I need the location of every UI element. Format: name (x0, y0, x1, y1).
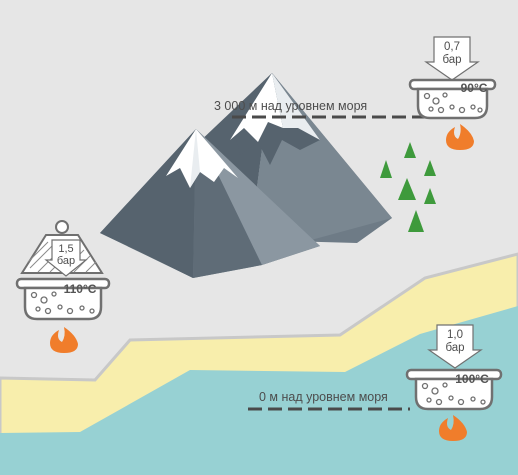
sea-water (0, 306, 518, 475)
temperature-label: 90°C (461, 81, 488, 95)
fir-tree-icon (404, 142, 416, 158)
fir-tree-icon (408, 210, 424, 232)
mountain-pot-group: 0,7 бар 90°C (408, 36, 497, 150)
pressure-unit: бар (445, 342, 464, 354)
pressure-cooker-group: 1,5 бар 110°C (15, 220, 111, 353)
flame-icon (439, 415, 467, 441)
down-arrow-icon (44, 239, 88, 277)
fir-tree-icon (424, 160, 436, 176)
fir-tree-icon (424, 188, 436, 204)
bubbles (423, 92, 483, 114)
pressure-value: 1,0 (447, 329, 463, 341)
pressure-value: 0,7 (444, 41, 460, 53)
temperature-label: 100°C (455, 372, 489, 386)
pressure-unit: бар (57, 255, 75, 267)
fir-tree-icon (398, 178, 416, 200)
sea-level-pot-group: 1,0 бар 100°C (405, 324, 503, 441)
pot-body (416, 87, 489, 120)
pot-body (23, 286, 103, 321)
temperature-label: 110°C (64, 282, 97, 296)
down-arrow-icon (427, 324, 483, 369)
altitude-label-top: 3 000 м над уровнем моря (214, 99, 367, 113)
altitude-label-bottom: 0 м над уровнем моря (259, 390, 388, 404)
down-arrow-icon (424, 36, 480, 81)
flame-icon (50, 327, 78, 353)
mountains (100, 73, 392, 278)
pressure-value: 1,5 (58, 243, 73, 255)
bubbles (30, 291, 95, 315)
fir-trees (380, 142, 436, 232)
fir-tree-icon (380, 160, 392, 178)
bubbles (421, 382, 486, 406)
flame-icon (446, 124, 474, 150)
pressure-unit: бар (442, 54, 461, 66)
